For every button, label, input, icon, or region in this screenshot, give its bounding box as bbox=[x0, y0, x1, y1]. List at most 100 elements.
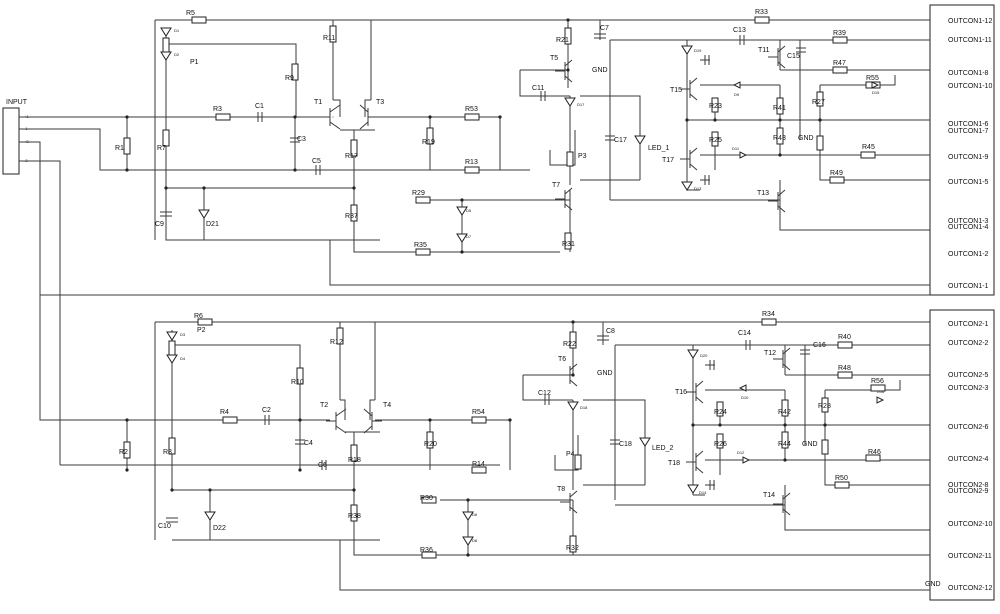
label-T2: T2 bbox=[320, 402, 328, 409]
label-C6: C6 bbox=[318, 462, 327, 469]
outcon2-label-3: OUTCON2-3 bbox=[948, 385, 989, 392]
label-R3: R3 bbox=[213, 106, 222, 113]
outcon1-label-10: OUTCON1-2 bbox=[948, 251, 989, 258]
label-GND-3: GND bbox=[597, 370, 613, 377]
label-R40: R40 bbox=[838, 334, 851, 341]
label-R6: R6 bbox=[194, 313, 203, 320]
label-D8: D8 bbox=[472, 538, 478, 543]
label-D5: D5 bbox=[466, 208, 472, 213]
outcon2-label-1: OUTCON2-2 bbox=[948, 340, 989, 347]
outcon1-label-6: OUTCON1-9 bbox=[948, 154, 989, 161]
input-connector: INPUT +1 -1 +2 -2 bbox=[2, 99, 29, 175]
label-R10: R10 bbox=[291, 379, 304, 386]
outcon1-label-3: OUTCON1-10 bbox=[948, 83, 992, 90]
label-R31: R31 bbox=[562, 241, 575, 248]
label-C10: C10 bbox=[158, 523, 171, 530]
label-D2: D2 bbox=[174, 52, 180, 57]
label-D9: D9 bbox=[734, 92, 740, 97]
label-C7: C7 bbox=[600, 25, 609, 32]
label-R24: R24 bbox=[714, 409, 727, 416]
outcon1-label-1: OUTCON1-11 bbox=[948, 37, 992, 44]
label-GND-4: GND bbox=[802, 441, 818, 448]
label-C9: C9 bbox=[155, 221, 164, 228]
label-T5: T5 bbox=[550, 55, 558, 62]
label-R11: R11 bbox=[323, 35, 335, 42]
outcon1-label-5: OUTCON1-7 bbox=[948, 128, 989, 135]
outcon2-label-8: OUTCON2-10 bbox=[948, 521, 992, 528]
outcon2-label-7: OUTCON2-9 bbox=[948, 488, 989, 495]
label-R9: R9 bbox=[285, 75, 294, 82]
label-T11: T11 bbox=[758, 47, 770, 54]
parts-channel-1 bbox=[123, 16, 881, 256]
label-R47: R47 bbox=[833, 60, 846, 67]
label-T8: T8 bbox=[557, 486, 565, 493]
label-R38: R38 bbox=[348, 513, 361, 520]
label-D4: D4 bbox=[180, 356, 186, 361]
outcon1-label-11: OUTCON1-1 bbox=[948, 283, 989, 290]
label-C12: C12 bbox=[538, 390, 551, 397]
part-labels-channel-2: R6 D3 P2 D4 R12 R22 C8 GND R34 C14 T12 C… bbox=[119, 311, 885, 554]
outcon1-label-7: OUTCON1-5 bbox=[948, 179, 989, 186]
label-R45: R45 bbox=[862, 144, 875, 151]
label-R17: R17 bbox=[345, 153, 358, 160]
label-C3: C3 bbox=[297, 136, 306, 143]
part-labels-channel-1: R5 D1 D2 P1 R11 R21 C7 GND R33 C13 T11 C… bbox=[115, 9, 880, 249]
label-R30: R30 bbox=[420, 495, 433, 502]
wires-channel-1 bbox=[19, 19, 930, 465]
label-R36: R36 bbox=[420, 547, 433, 554]
label-P2: P2 bbox=[197, 327, 206, 334]
label-R39: R39 bbox=[833, 30, 846, 37]
outcon2-label-2: OUTCON2-5 bbox=[948, 372, 989, 379]
label-P1: P1 bbox=[190, 59, 199, 66]
output-connector-1: OUTCON1-12 OUTCON1-11 OUTCON1-8 OUTCON1-… bbox=[929, 4, 995, 296]
label-D13: D13 bbox=[694, 186, 702, 191]
label-T4: T4 bbox=[383, 402, 391, 409]
label-R48: R48 bbox=[838, 365, 851, 372]
label-R27: R27 bbox=[812, 99, 825, 106]
label-R1: R1 bbox=[115, 145, 124, 152]
label-T12: T12 bbox=[764, 350, 776, 357]
input-connector-body bbox=[2, 107, 20, 175]
label-R34: R34 bbox=[762, 311, 775, 318]
label-R5: R5 bbox=[186, 10, 195, 17]
output-connector-1-body bbox=[929, 4, 995, 296]
label-R32: R32 bbox=[566, 545, 579, 552]
label-D19: D19 bbox=[694, 48, 702, 53]
label-T15: T15 bbox=[670, 87, 682, 94]
label-R49: R49 bbox=[830, 170, 843, 177]
outcon1-label-8: OUTCON1-3 bbox=[948, 218, 989, 225]
outcon2-label-10: OUTCON2-12 bbox=[948, 585, 992, 592]
outcon1-label-0: OUTCON1-12 bbox=[948, 18, 992, 25]
outcon2-label-0: OUTCON2-1 bbox=[948, 321, 989, 328]
label-R21: R21 bbox=[556, 37, 569, 44]
label-R14: R14 bbox=[472, 461, 485, 468]
label-C8: C8 bbox=[606, 328, 615, 335]
label-T17: T17 bbox=[662, 157, 674, 164]
label-C17: C17 bbox=[614, 137, 627, 144]
label-R50: R50 bbox=[835, 475, 848, 482]
label-R55: R55 bbox=[866, 75, 879, 82]
outcon2-label-5: OUTCON2-4 bbox=[948, 456, 989, 463]
junctions bbox=[125, 18, 827, 557]
label-D16: D16 bbox=[877, 389, 885, 394]
label-C14: C14 bbox=[738, 330, 751, 337]
label-D11: D11 bbox=[732, 146, 740, 151]
label-R8: R8 bbox=[163, 449, 172, 456]
output-connector-2: OUTCON2-1 OUTCON2-2 OUTCON2-5 OUTCON2-3 … bbox=[925, 309, 995, 601]
label-R53: R53 bbox=[465, 106, 478, 113]
label-D10: D10 bbox=[741, 395, 749, 400]
label-C4: C4 bbox=[304, 440, 313, 447]
label-R18: R18 bbox=[348, 457, 361, 464]
label-D1: D1 bbox=[174, 28, 180, 33]
label-C13: C13 bbox=[733, 27, 746, 34]
label-D15: D15 bbox=[872, 90, 880, 95]
label-C11: C11 bbox=[532, 85, 544, 92]
label-R35: R35 bbox=[414, 242, 427, 249]
label-D20: D20 bbox=[700, 353, 708, 358]
label-R43: R43 bbox=[773, 135, 786, 142]
label-T6: T6 bbox=[558, 356, 566, 363]
label-R44: R44 bbox=[778, 441, 791, 448]
input-title: INPUT bbox=[6, 99, 28, 106]
label-R42: R42 bbox=[778, 409, 791, 416]
label-R54: R54 bbox=[472, 409, 485, 416]
